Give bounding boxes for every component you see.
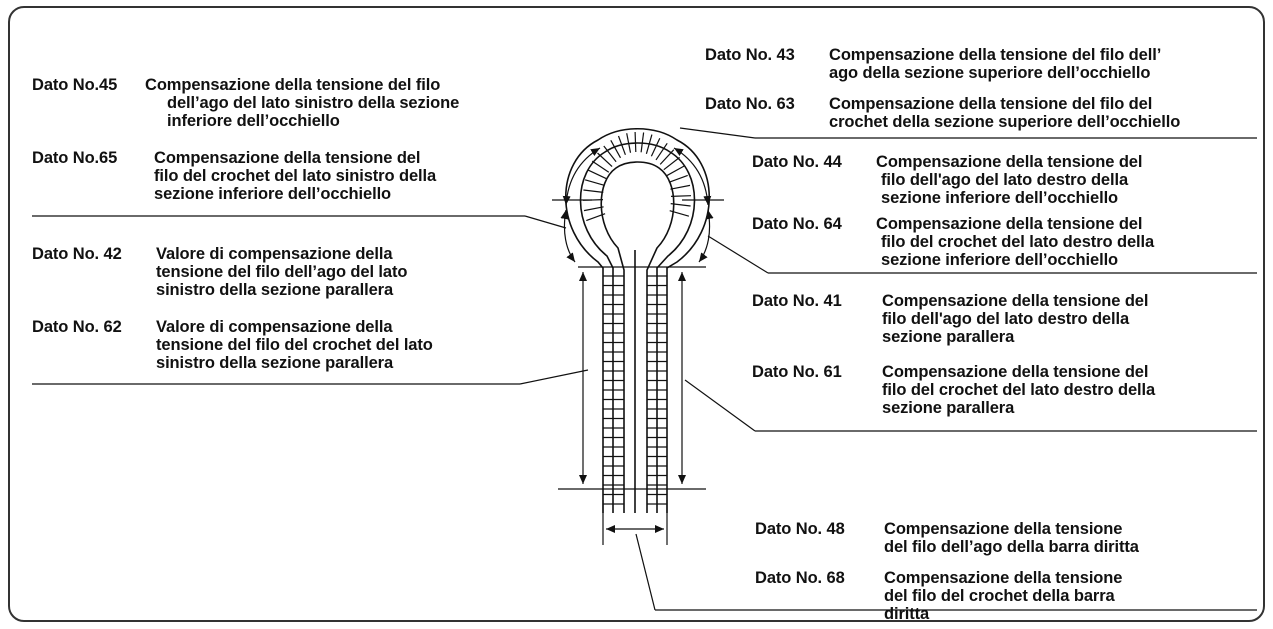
stitch-ticks-right — [647, 275, 667, 505]
stitch-tick — [586, 213, 606, 222]
label-dato-63-number: Dato No. 63 — [705, 95, 795, 113]
label-dato-63: Dato No. 63 Compensazione della tensione… — [705, 95, 1180, 131]
label-dato-65-line-3: sezione inferiore dell’occhiello — [154, 185, 392, 203]
label-dato-41-number: Dato No. 41 — [752, 292, 842, 310]
stitch-tick — [659, 149, 675, 165]
label-dato-65-line-2: filo del crochet del lato sinistro della — [154, 167, 437, 185]
label-dato-48-line-2: del filo dell’ago della barra diritta — [884, 538, 1139, 556]
label-dato-48-number: Dato No. 48 — [755, 520, 845, 538]
label-dato-42-line-3: sinistro della sezione parallera — [156, 281, 394, 299]
label-dato-41-line-1: Compensazione della tensione del — [882, 292, 1149, 310]
label-dato-64-line-3: sezione inferiore dell’occhiello — [881, 251, 1119, 269]
label-dato-44-line-1: Compensazione della tensione del — [876, 153, 1143, 171]
label-dato-44: Dato No. 44 Compensazione della tensione… — [752, 153, 1142, 207]
label-dato-68-line-2: del filo del crochet della barra — [884, 587, 1115, 605]
label-dato-64-number: Dato No. 64 — [752, 215, 842, 233]
stitch-tick — [634, 131, 637, 153]
stitch-tick — [584, 179, 605, 186]
label-dato-68-line-1: Compensazione della tensione — [884, 569, 1123, 587]
label-dato-68-line-3: diritta — [884, 605, 930, 623]
stitch-tick — [666, 165, 685, 177]
label-dato-41-line-3: sezione parallera — [882, 328, 1015, 346]
label-dato-45-line-3: inferiore dell’occhiello — [167, 112, 340, 130]
label-dato-41: Dato No. 41 Compensazione della tensione… — [752, 292, 1148, 346]
stitch-tick — [603, 145, 617, 163]
label-dato-65-number: Dato No.65 — [32, 149, 118, 167]
stitch-tick — [669, 210, 690, 217]
label-dato-61-line-2: filo del crochet del lato destro della — [882, 381, 1156, 399]
stitch-tick — [617, 135, 626, 156]
label-dato-61-number: Dato No. 61 — [752, 363, 842, 381]
label-dato-61: Dato No. 61 Compensazione della tensione… — [752, 363, 1155, 417]
label-dato-64-line-2: filo del crochet del lato destro della — [881, 233, 1155, 251]
label-dato-64: Dato No. 64 Compensazione della tensione… — [752, 215, 1154, 269]
label-dato-45-number: Dato No.45 — [32, 76, 118, 94]
label-dato-42-line-2: tensione del filo dell’ago del lato — [156, 263, 408, 281]
stitch-tick — [583, 189, 604, 193]
label-dato-68: Dato No. 68 Compensazione della tensione… — [755, 569, 1122, 623]
stitch-tick — [640, 132, 645, 153]
stitch-tick — [668, 174, 688, 183]
label-dato-62-line-2: tensione del filo del crochet del lato — [156, 336, 433, 354]
label-dato-62-line-3: sinistro della sezione parallera — [156, 354, 394, 372]
stitch-tick — [670, 184, 691, 190]
label-dato-42-number: Dato No. 42 — [32, 245, 122, 263]
label-dato-63-line-2: crochet della sezione superiore dell’occ… — [829, 113, 1181, 131]
stitch-ticks-left — [603, 275, 624, 505]
stitch-tick — [626, 133, 632, 153]
diagram-frame — [8, 6, 1265, 622]
label-dato-43-number: Dato No. 43 — [705, 46, 795, 64]
label-dato-43: Dato No. 43 Compensazione della tensione… — [705, 46, 1161, 82]
dimension-arrows — [560, 147, 714, 533]
leader-lines — [32, 127, 1257, 611]
label-dato-65: Dato No.65 Compensazione della tensione … — [32, 149, 436, 203]
label-dato-45-line-1: Compensazione della tensione del filo — [145, 76, 441, 94]
label-dato-41-line-2: filo dell'ago del lato destro della — [882, 310, 1130, 328]
stitch-tick — [663, 156, 680, 171]
stitch-tick — [670, 195, 692, 197]
label-dato-62: Dato No. 62 Valore di compensazione dell… — [32, 318, 433, 372]
label-dato-44-number: Dato No. 44 — [752, 153, 842, 171]
stitch-ticks-eye — [582, 131, 692, 222]
stitch-tick — [591, 160, 610, 173]
stitch-tick — [655, 142, 668, 161]
label-dato-45-line-2: dell’ago del lato sinistro della sezione — [167, 94, 460, 112]
label-dato-45: Dato No.45 Compensazione della tensione … — [32, 76, 459, 130]
label-dato-43-line-2: ago della sezione superiore dell’occhiel… — [829, 64, 1151, 82]
stitch-tick — [587, 169, 607, 180]
label-dato-64-line-1: Compensazione della tensione del — [876, 215, 1143, 233]
stitch-tick — [610, 140, 622, 159]
label-dato-61-line-3: sezione parallera — [882, 399, 1015, 417]
label-dato-44-line-2: filo dell'ago del lato destro della — [881, 171, 1129, 189]
label-dato-42-line-1: Valore di compensazione della — [156, 245, 393, 263]
label-dato-44-line-3: sezione inferiore dell’occhiello — [881, 189, 1119, 207]
stitch-tick — [583, 206, 604, 212]
label-dato-43-line-1: Compensazione della tensione del filo de… — [829, 46, 1162, 64]
stitch-tick — [650, 137, 661, 157]
label-dato-48: Dato No. 48 Compensazione della tensione… — [755, 520, 1139, 556]
label-dato-42: Dato No. 42 Valore di compensazione dell… — [32, 245, 407, 299]
stitch-tick — [597, 152, 613, 168]
label-dato-62-line-1: Valore di compensazione della — [156, 318, 393, 336]
label-dato-61-line-1: Compensazione della tensione del — [882, 363, 1149, 381]
label-dato-63-line-1: Compensazione della tensione del filo de… — [829, 95, 1153, 113]
label-dato-65-line-1: Compensazione della tensione del — [154, 149, 421, 167]
label-dato-68-number: Dato No. 68 — [755, 569, 845, 587]
label-dato-48-line-1: Compensazione della tensione — [884, 520, 1123, 538]
label-dato-62-number: Dato No. 62 — [32, 318, 122, 336]
stitch-tick — [645, 134, 653, 154]
